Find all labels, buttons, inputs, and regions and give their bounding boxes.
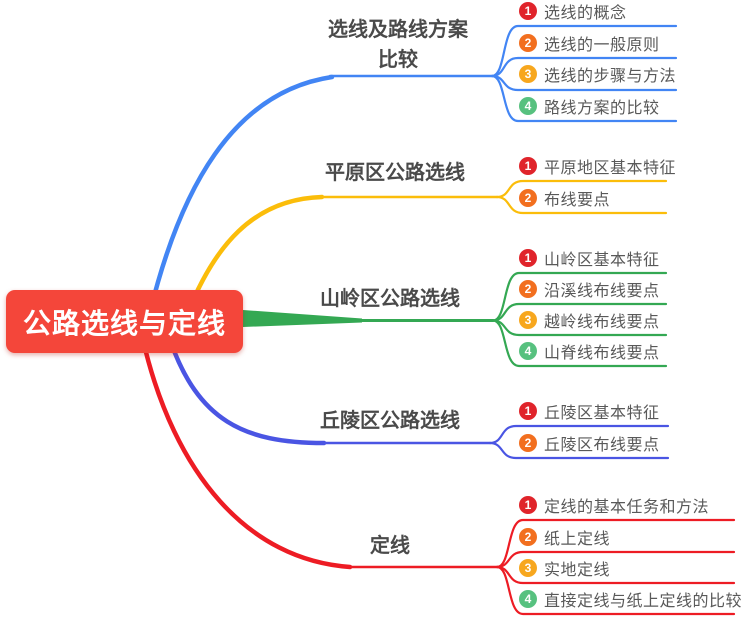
subtopic-label: 实地定线 xyxy=(544,562,611,579)
subtopic-node[interactable]: 1 山岭区基本特征 xyxy=(519,247,660,269)
subtopic-label: 定线的基本任务和方法 xyxy=(544,499,710,516)
subtopic-label: 选线的步骤与方法 xyxy=(544,68,677,85)
subtopic-label: 选线的概念 xyxy=(544,5,627,22)
number-badge: 3 xyxy=(519,65,537,83)
branch-node-hilly-area[interactable]: 丘陵区公路选线 xyxy=(295,406,485,436)
number-badge: 1 xyxy=(519,496,537,514)
subtopic-node[interactable]: 3 实地定线 xyxy=(519,557,610,579)
number-badge: 3 xyxy=(519,311,537,329)
subtopic-node[interactable]: 1 选线的概念 xyxy=(519,0,627,22)
subtopic-node[interactable]: 2 沿溪线布线要点 xyxy=(519,278,660,300)
number-badge: 4 xyxy=(519,342,537,360)
subtopic-label: 选线的一般原则 xyxy=(544,37,660,54)
number-badge: 1 xyxy=(519,249,537,267)
number-badge: 1 xyxy=(519,402,537,420)
central-topic-node[interactable]: 公路选线与定线 xyxy=(6,290,243,353)
subtopic-node[interactable]: 4 山脊线布线要点 xyxy=(519,340,660,362)
subtopic-label: 纸上定线 xyxy=(544,531,611,548)
number-badge: 1 xyxy=(519,2,537,20)
subtopic-label: 山岭区基本特征 xyxy=(544,252,660,269)
subtopic-node[interactable]: 2 布线要点 xyxy=(519,187,610,209)
number-badge: 4 xyxy=(519,590,537,608)
subtopic-node[interactable]: 3 选线的步骤与方法 xyxy=(519,63,676,85)
branch-label-line: 丘陵区公路选线 xyxy=(320,410,460,432)
number-badge: 4 xyxy=(519,97,537,115)
subtopic-label: 直接定线与纸上定线的比较 xyxy=(544,593,743,610)
subtopic-label: 平原地区基本特征 xyxy=(544,160,677,177)
branch-label-line: 平原区公路选线 xyxy=(325,162,465,184)
subtopic-node[interactable]: 4 路线方案的比较 xyxy=(519,95,660,117)
branch-node-route-plan-comparison[interactable]: 选线及路线方案 比较 xyxy=(303,15,493,75)
subtopic-node[interactable]: 3 越岭线布线要点 xyxy=(519,309,660,331)
branch-label-line: 定线 xyxy=(370,535,410,557)
branch-label-line: 比较 xyxy=(378,49,418,71)
subtopic-label: 路线方案的比较 xyxy=(544,100,660,117)
number-badge: 2 xyxy=(519,528,537,546)
subtopic-node[interactable]: 1 平原地区基本特征 xyxy=(519,155,676,177)
branch-node-alignment-fixing[interactable]: 定线 xyxy=(295,531,485,561)
branch-label-line: 选线及路线方案 xyxy=(328,19,468,41)
number-badge: 1 xyxy=(519,157,537,175)
subtopic-label: 丘陵区布线要点 xyxy=(544,437,660,454)
number-badge: 2 xyxy=(519,34,537,52)
subtopic-label: 沿溪线布线要点 xyxy=(544,283,660,300)
branch-node-mountain-area[interactable]: 山岭区公路选线 xyxy=(295,284,485,314)
number-badge: 2 xyxy=(519,434,537,452)
branch-node-plain-area[interactable]: 平原区公路选线 xyxy=(300,158,490,188)
subtopic-node[interactable]: 2 纸上定线 xyxy=(519,526,610,548)
subtopic-label: 布线要点 xyxy=(544,192,611,209)
number-badge: 2 xyxy=(519,189,537,207)
subtopic-label: 山脊线布线要点 xyxy=(544,345,660,362)
subtopic-node[interactable]: 2 丘陵区布线要点 xyxy=(519,432,660,454)
subtopic-node[interactable]: 4 直接定线与纸上定线的比较 xyxy=(519,588,742,610)
subtopic-node[interactable]: 1 定线的基本任务和方法 xyxy=(519,494,709,516)
number-badge: 2 xyxy=(519,280,537,298)
subtopic-label: 越岭线布线要点 xyxy=(544,314,660,331)
subtopic-node[interactable]: 1 丘陵区基本特征 xyxy=(519,400,660,422)
subtopic-node[interactable]: 2 选线的一般原则 xyxy=(519,32,660,54)
number-badge: 3 xyxy=(519,559,537,577)
branch-label-line: 山岭区公路选线 xyxy=(320,288,460,310)
subtopic-label: 丘陵区基本特征 xyxy=(544,405,660,422)
